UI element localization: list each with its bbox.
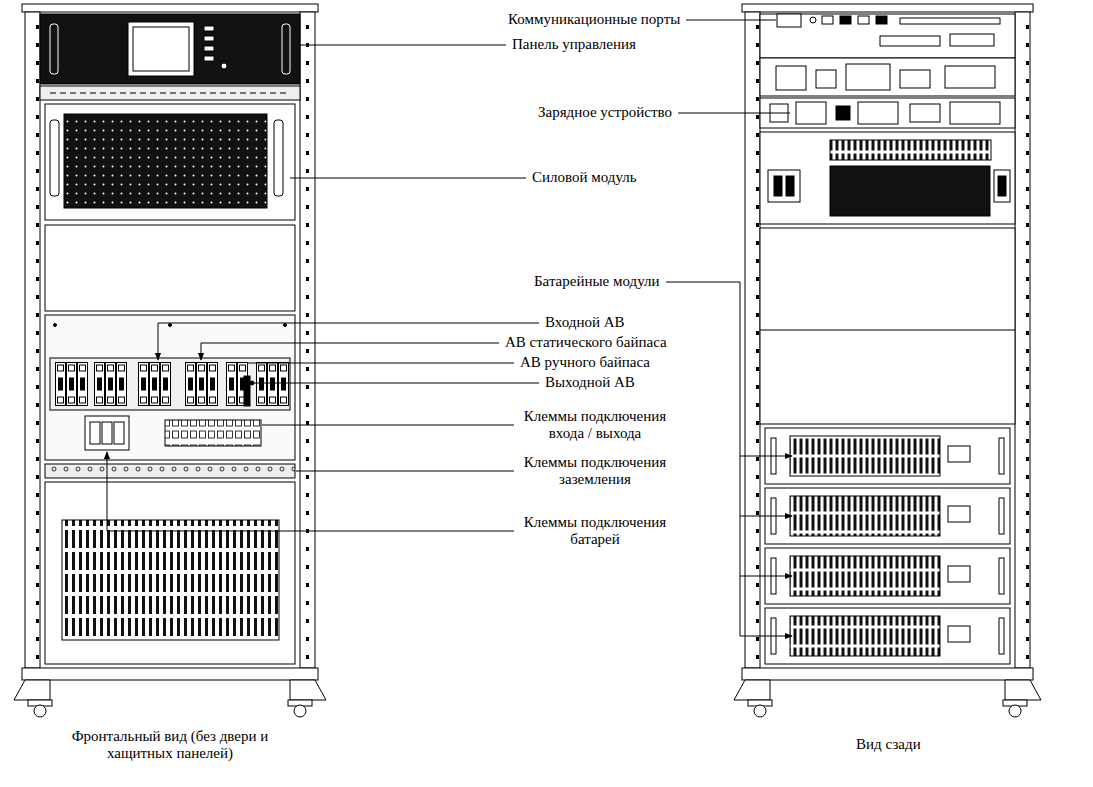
part-label-holder: Панель управления bbox=[512, 36, 636, 53]
leader-lines bbox=[107, 20, 792, 636]
part-label-holder: Входной АВ bbox=[545, 314, 625, 331]
part-label-holder: АВ ручного байпаса bbox=[520, 354, 650, 371]
part-label-holder: Батарейные модули bbox=[534, 273, 660, 290]
part-label-holder: Силовой модуль bbox=[532, 169, 637, 186]
part-label: Батарейные модули bbox=[534, 273, 660, 290]
breaker-panel bbox=[45, 315, 295, 460]
rear-view bbox=[734, 4, 1041, 717]
view-caption: Вид сзади bbox=[856, 736, 921, 753]
part-label: Зарядное устройство bbox=[538, 104, 672, 121]
battery-modules bbox=[765, 428, 1010, 664]
part-label-holder: Клеммы подключения заземления bbox=[520, 454, 670, 489]
part-label: Входной АВ bbox=[545, 314, 625, 331]
part-label: Выходной АВ bbox=[545, 374, 635, 391]
power-module bbox=[45, 104, 295, 220]
part-label: АВ ручного байпаса bbox=[520, 354, 650, 371]
power-module-rear bbox=[760, 132, 1015, 224]
part-label-holder: Клеммы подключения входа / выхода bbox=[520, 408, 670, 443]
part-label-holder: Коммуникационные порты bbox=[508, 11, 680, 28]
front-view bbox=[14, 4, 326, 717]
part-label: Клеммы подключения входа / выхода bbox=[520, 408, 670, 443]
part-label-holder: Выходной АВ bbox=[545, 374, 635, 391]
view-caption: Фронтальный вид (без двери и хащитных па… bbox=[54, 728, 286, 763]
part-label-holder: АВ статического байпаса bbox=[505, 334, 667, 351]
part-label: Клеммы подключения заземления bbox=[520, 454, 670, 489]
view-caption-holder: Фронтальный вид (без двери и хащитных па… bbox=[54, 728, 286, 763]
part-label: Клеммы подключения батарей bbox=[520, 514, 670, 549]
part-label-holder: Клеммы подключения батарей bbox=[520, 514, 670, 549]
part-label-holder: Зарядное устройство bbox=[538, 104, 672, 121]
view-caption-holder: Вид сзади bbox=[856, 736, 921, 753]
part-label: Коммуникационные порты bbox=[508, 11, 680, 28]
communication-ports bbox=[760, 14, 1015, 96]
part-label: Панель управления bbox=[512, 36, 636, 53]
control-panel bbox=[40, 14, 300, 84]
part-label: АВ статического байпаса bbox=[505, 334, 667, 351]
part-label: Силовой модуль bbox=[532, 169, 637, 186]
charger bbox=[760, 98, 1015, 128]
bottom-grille bbox=[45, 482, 295, 664]
